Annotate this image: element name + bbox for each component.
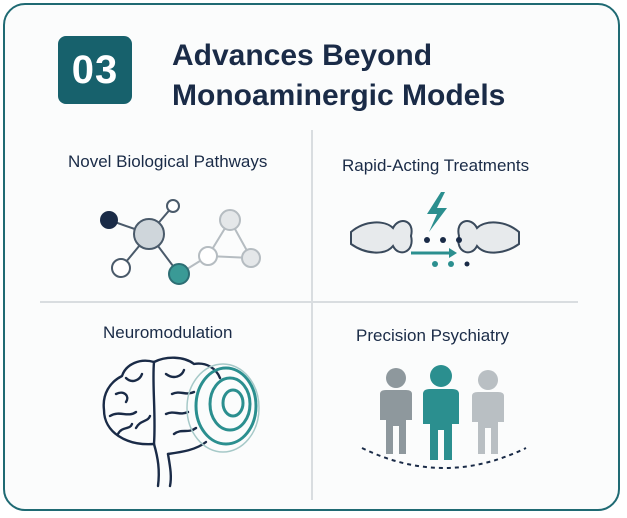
vertical-divider xyxy=(311,130,313,500)
horizontal-divider xyxy=(40,301,578,303)
section-number-badge: 03 xyxy=(58,36,132,104)
network-graph-icon xyxy=(100,199,261,285)
person-left-icon xyxy=(380,368,412,454)
network-node-hub xyxy=(133,218,165,250)
network-node-dark xyxy=(100,211,118,229)
cell-title-neuromodulation: Neuromodulation xyxy=(103,323,233,342)
synapse-lightning-icon xyxy=(350,192,520,267)
title-line-1: Advances Beyond xyxy=(172,39,433,72)
lightning-bolt xyxy=(427,192,447,232)
people-group-icon xyxy=(361,365,527,469)
person-right-icon xyxy=(472,370,504,454)
cell-title-novel-pathways: Novel Biological Pathways xyxy=(68,152,268,171)
cell-title-rapid-acting: Rapid-Acting Treatments xyxy=(342,156,530,175)
cell-title-precision: Precision Psychiatry xyxy=(356,326,510,345)
person-center-icon xyxy=(423,365,459,460)
network-node-teal xyxy=(168,263,190,285)
title-line-2: Monoaminergic Models xyxy=(172,79,506,112)
brain-stimulation-icon xyxy=(102,356,260,488)
page-title: Advances Beyond Monoaminergic Models xyxy=(172,36,592,116)
